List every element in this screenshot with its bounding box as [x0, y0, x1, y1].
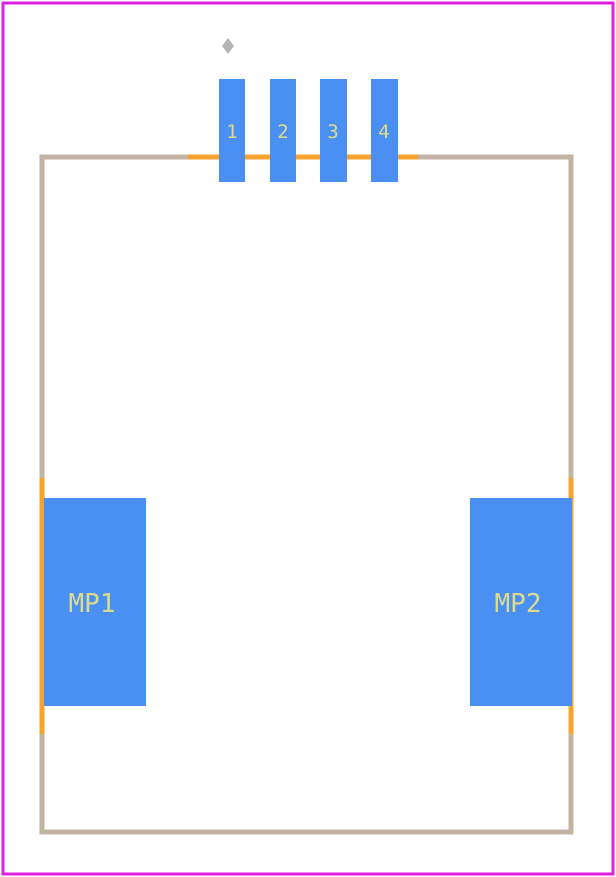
mounting-pad-mp1[interactable]: MP1 [44, 498, 146, 706]
mounting-pad-rect [44, 498, 146, 706]
mounting-pad-mp2[interactable]: MP2 [470, 498, 572, 706]
signal-pad[interactable]: 1 [219, 79, 245, 182]
signal-pad-label: 1 [226, 121, 237, 143]
signal-pad[interactable]: 4 [371, 79, 398, 182]
signal-pad-label: 4 [378, 121, 389, 143]
signal-pad-rect [371, 79, 398, 182]
signal-pad[interactable]: 2 [270, 79, 296, 182]
mounting-pads: MP1 MP2 [44, 498, 572, 706]
body-outline-bottom [39, 734, 574, 835]
body-outline-left [39, 154, 188, 478]
signal-pad-rect [219, 79, 245, 182]
mounting-pad-rect [470, 498, 572, 706]
signal-pad-label: 3 [327, 121, 338, 143]
signal-pads: 1 2 3 4 [219, 79, 398, 182]
signal-pad-label: 2 [277, 121, 288, 143]
body-outline-right [418, 154, 574, 478]
mounting-pad-label: MP1 [69, 589, 116, 619]
pin1-marker-icon [222, 38, 234, 54]
body-outline [39, 154, 574, 835]
signal-pad-rect [270, 79, 296, 182]
signal-pad[interactable]: 3 [320, 79, 347, 182]
mounting-pad-label: MP2 [495, 589, 542, 619]
signal-pad-rect [320, 79, 347, 182]
